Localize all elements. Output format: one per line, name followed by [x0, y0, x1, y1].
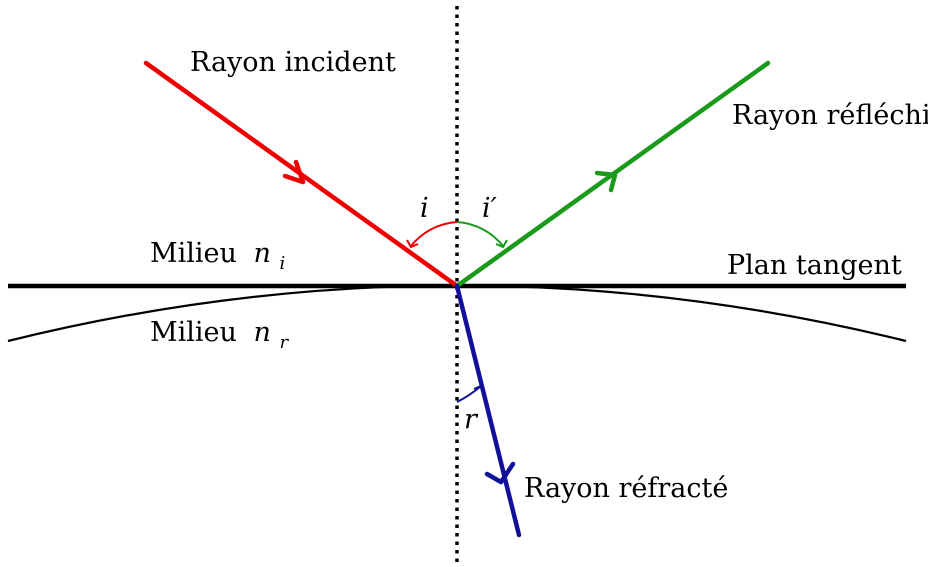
tangent-plane-label: Plan tangent — [727, 250, 902, 281]
medium-top-word: Milieu — [150, 238, 237, 269]
angle-i-label: i — [420, 193, 429, 224]
angle-iprime-label: i′ — [482, 193, 497, 224]
refracted-arrowhead — [484, 461, 516, 485]
medium-top-symbol: n — [254, 238, 271, 269]
medium-top-label: Milieu n i — [150, 238, 285, 274]
reflected-arrowhead — [594, 170, 618, 193]
angle-iprime-arc — [456, 221, 504, 247]
refracted-ray-label: Rayon réfracté — [524, 473, 728, 504]
medium-bottom-word: Milieu — [150, 317, 237, 348]
medium-bottom-index: r — [280, 332, 290, 353]
reflected-ray-label: Rayon réfléchi — [732, 100, 928, 131]
angle-i-arc — [410, 221, 458, 247]
angle-iprime-arc-arrowhead — [495, 239, 508, 249]
angle-r-arc-arrowhead — [473, 384, 484, 394]
angle-i-arc-arrowhead — [406, 239, 419, 249]
medium-bottom-symbol: n — [254, 317, 271, 348]
angle-r-label: r — [464, 404, 479, 435]
incident-arrowhead — [282, 159, 306, 185]
medium-top-index: i — [280, 253, 286, 274]
refracted-ray — [454, 283, 522, 538]
incident-ray-label: Rayon incident — [190, 47, 396, 78]
medium-bottom-label: Milieu n r — [150, 317, 290, 353]
